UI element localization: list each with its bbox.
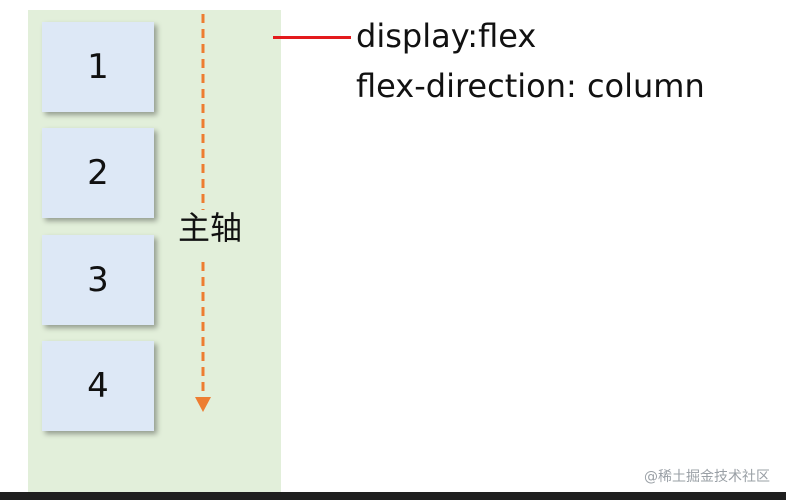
flex-item-1: 1 [42,22,154,112]
css-display-line: display:flex [356,17,537,55]
watermark: @稀土掘金技术社区 [644,469,770,485]
leader-line [273,36,351,39]
flex-item-3: 3 [42,235,154,325]
flex-item-2: 2 [42,128,154,218]
main-axis-arrowhead [195,397,211,412]
css-flex-direction-line: flex-direction: column [356,67,705,105]
bottom-bar [0,492,786,500]
flex-item-4: 4 [42,341,154,431]
main-axis-label: 主轴 [178,209,243,247]
